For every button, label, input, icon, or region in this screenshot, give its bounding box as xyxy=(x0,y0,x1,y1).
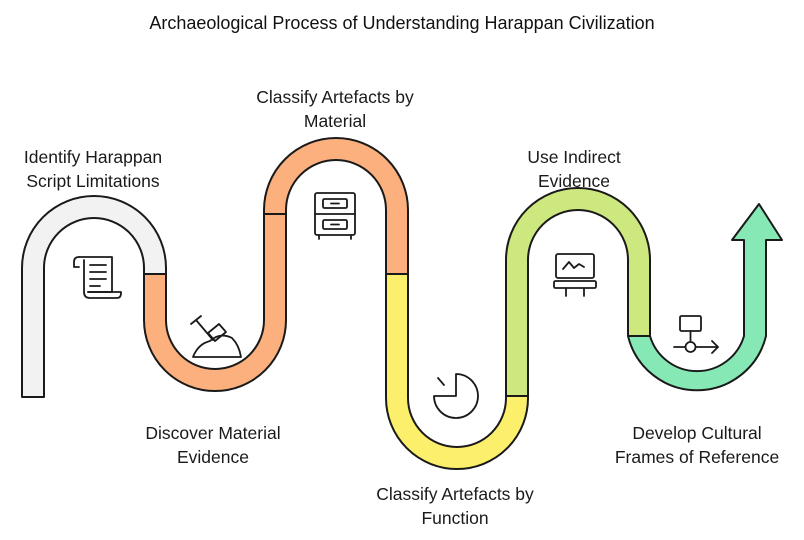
path-segment-3 xyxy=(263,137,409,275)
path-segment-4 xyxy=(385,273,529,470)
drawer-cabinet-icon xyxy=(314,192,356,240)
pie-chart-icon xyxy=(433,373,479,419)
digging-shovel-icon xyxy=(190,315,242,358)
diagram-title: Archaeological Process of Understanding … xyxy=(149,13,655,33)
path-segment-5 xyxy=(505,187,651,397)
flowchart-icon xyxy=(673,315,719,354)
path-segment-6 xyxy=(627,203,783,392)
monitor-chart-icon xyxy=(553,253,597,297)
path-segment-1 xyxy=(21,195,167,398)
scroll-icon xyxy=(73,256,122,299)
path-segment-2 xyxy=(143,213,287,392)
